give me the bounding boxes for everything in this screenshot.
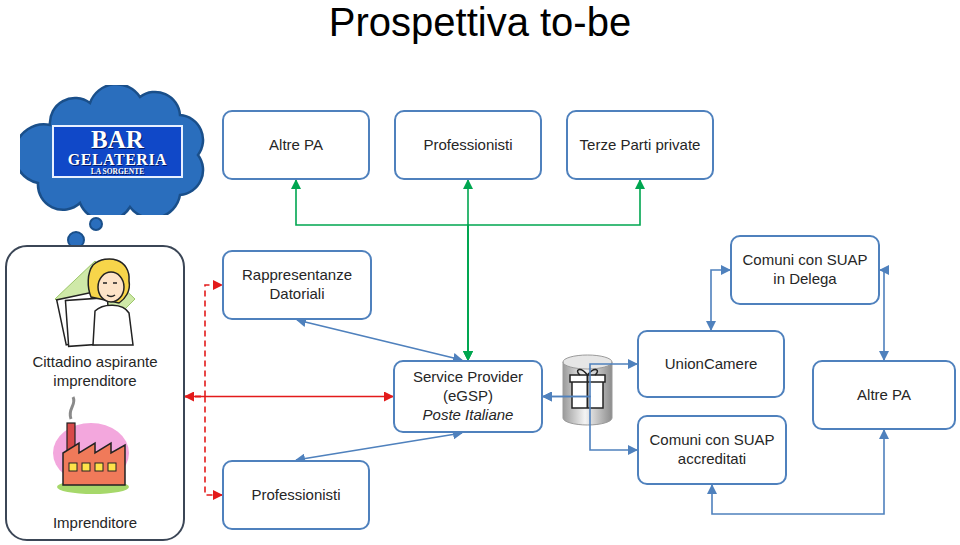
cloud-outline	[20, 85, 203, 215]
connector-arrow	[468, 180, 640, 360]
connector-arrow	[185, 396, 393, 398]
factory-window	[82, 463, 90, 471]
process-box: Comuni con SUAP accreditati	[637, 415, 787, 485]
process-box: Professionisti	[394, 110, 542, 180]
process-box: UnionCamere	[637, 330, 785, 398]
connector-arrow	[543, 364, 637, 397]
box-label: Altre PA	[857, 386, 911, 405]
face-features	[103, 283, 117, 297]
face-icon	[98, 272, 124, 302]
factory-window	[108, 463, 116, 471]
box-label: Professionisti	[251, 486, 340, 505]
process-box: Rappresentanze Datoriali	[222, 250, 372, 320]
actor-icons	[7, 247, 183, 539]
hair-icon	[88, 259, 129, 303]
gift-ribbon	[587, 375, 589, 408]
database-cylinder	[563, 355, 612, 425]
box-label: Rappresentanze Datoriali	[230, 266, 364, 304]
diagram-title: Prospettiva to-be	[0, 0, 960, 44]
body-icon	[93, 305, 133, 345]
factory-window	[95, 463, 103, 471]
thought-cloud: BARGELATERIALA SORGENTE	[20, 85, 210, 215]
smoke-icon	[70, 397, 74, 419]
connector-arrow	[711, 270, 730, 330]
box-label: Comuni con SUAP in Delega	[738, 251, 872, 289]
actor-label: Imprenditore	[13, 514, 177, 533]
process-box: Altre PA	[812, 360, 956, 430]
connector-arrow	[185, 285, 222, 397]
cylinder-top	[563, 355, 612, 369]
process-box: Service Provider (eGSP)Poste Italiane	[393, 360, 543, 433]
process-box: Terze Parti private	[566, 110, 714, 180]
factory-window	[69, 463, 77, 471]
process-box: Altre PA	[222, 110, 370, 180]
connector-arrow	[880, 270, 884, 360]
process-box: Comuni con SUAP in Delega	[730, 235, 880, 305]
logo-text: BAR	[91, 127, 144, 152]
actor-panel: Cittadino aspirante imprenditoreImprendi…	[5, 245, 185, 541]
box-label: UnionCamere	[665, 355, 758, 374]
logo-text: GELATERIA	[68, 152, 167, 168]
box-label: Comuni con SUAP accreditati	[645, 431, 779, 469]
box-label: Professionisti	[423, 136, 512, 155]
cylinder-body	[563, 362, 612, 425]
box-label: Terze Parti private	[580, 136, 701, 155]
thought-bubble	[90, 218, 102, 230]
connector-arrow	[296, 433, 462, 460]
connector-arrow	[185, 397, 222, 496]
factory-icon	[63, 443, 125, 485]
box-label: Altre PA	[269, 136, 323, 155]
gift-bow	[578, 370, 598, 375]
process-box: Professionisti	[222, 460, 370, 530]
logo-text: LA SORGENTE	[91, 168, 145, 176]
actor-label: Cittadino aspirante imprenditore	[13, 353, 177, 391]
connector-arrow	[543, 397, 637, 451]
box-label: Service Provider (eGSP)	[401, 368, 535, 406]
shop-logo: BARGELATERIALA SORGENTE	[52, 125, 183, 178]
box-subtitle: Poste Italiane	[423, 406, 514, 425]
connector-arrow	[297, 320, 462, 360]
